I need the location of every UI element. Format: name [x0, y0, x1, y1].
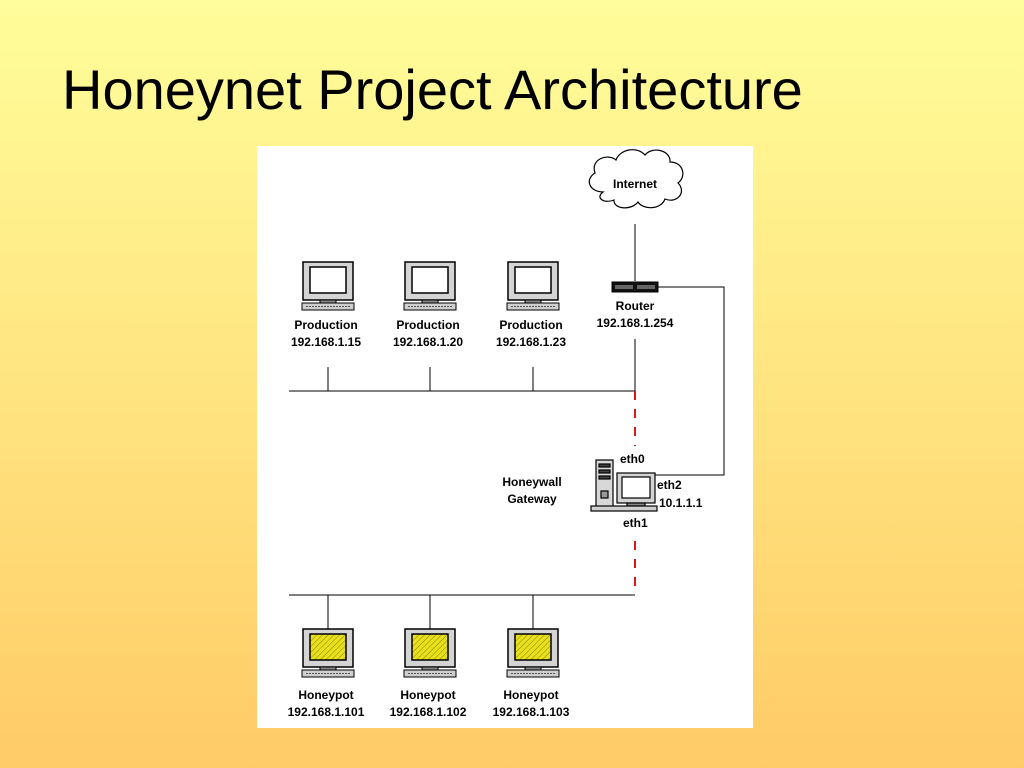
honeywall-name-line1: Honeywall	[502, 475, 562, 489]
eth2-label: eth2	[657, 478, 682, 492]
host-name: Production	[294, 318, 358, 332]
host-ip: 192.168.1.103	[492, 705, 570, 719]
internet-label: Internet	[612, 177, 658, 191]
eth2-ip-label: 10.1.1.1	[659, 496, 703, 510]
host-name: Honeypot	[400, 688, 456, 702]
host-ip: 192.168.1.23	[495, 335, 567, 349]
eth0-label: eth0	[620, 452, 645, 466]
router-label: Router 192.168.1.254	[597, 298, 674, 332]
computer-icon	[403, 261, 457, 311]
cloud-icon	[588, 149, 684, 209]
host-ip: 192.168.1.15	[290, 335, 362, 349]
host-ip: 192.168.1.101	[287, 705, 365, 719]
router-to-eth2-link	[655, 286, 725, 476]
honeypot-label-2: Honeypot 192.168.1.102	[390, 687, 467, 721]
host-ip: 192.168.1.102	[389, 705, 467, 719]
router-ip: 192.168.1.254	[596, 316, 674, 330]
slide-title: Honeynet Project Architecture	[62, 58, 803, 121]
production-host-label-1: Production 192.168.1.15	[291, 317, 361, 351]
host-name: Production	[396, 318, 460, 332]
host-ip: 192.168.1.20	[392, 335, 464, 349]
production-host-label-3: Production 192.168.1.23	[496, 317, 566, 351]
eth1-label: eth1	[623, 516, 648, 530]
computer-icon	[301, 261, 355, 311]
computer-icon	[506, 261, 560, 311]
host-name: Honeypot	[503, 688, 559, 702]
router-name: Router	[615, 299, 655, 313]
honeypot-computer-icon	[301, 628, 355, 678]
honeywall-name-line2: Gateway	[507, 492, 557, 506]
honeypot-label-3: Honeypot 192.168.1.103	[493, 687, 570, 721]
host-name: Production	[499, 318, 563, 332]
diagram-canvas	[289, 149, 725, 678]
router-icon	[611, 281, 659, 293]
network-links	[289, 224, 725, 629]
honeywall-label: Honeywall Gateway	[502, 474, 561, 508]
honeypot-label-1: Honeypot 192.168.1.101	[288, 687, 365, 721]
honeypot-computer-icon	[403, 628, 457, 678]
production-host-label-2: Production 192.168.1.20	[393, 317, 463, 351]
honeypot-computer-icon	[506, 628, 560, 678]
host-name: Honeypot	[298, 688, 354, 702]
server-computer-icon	[590, 459, 658, 512]
network-diagram: Internet Router 192.168.1.254 Production…	[257, 146, 753, 728]
